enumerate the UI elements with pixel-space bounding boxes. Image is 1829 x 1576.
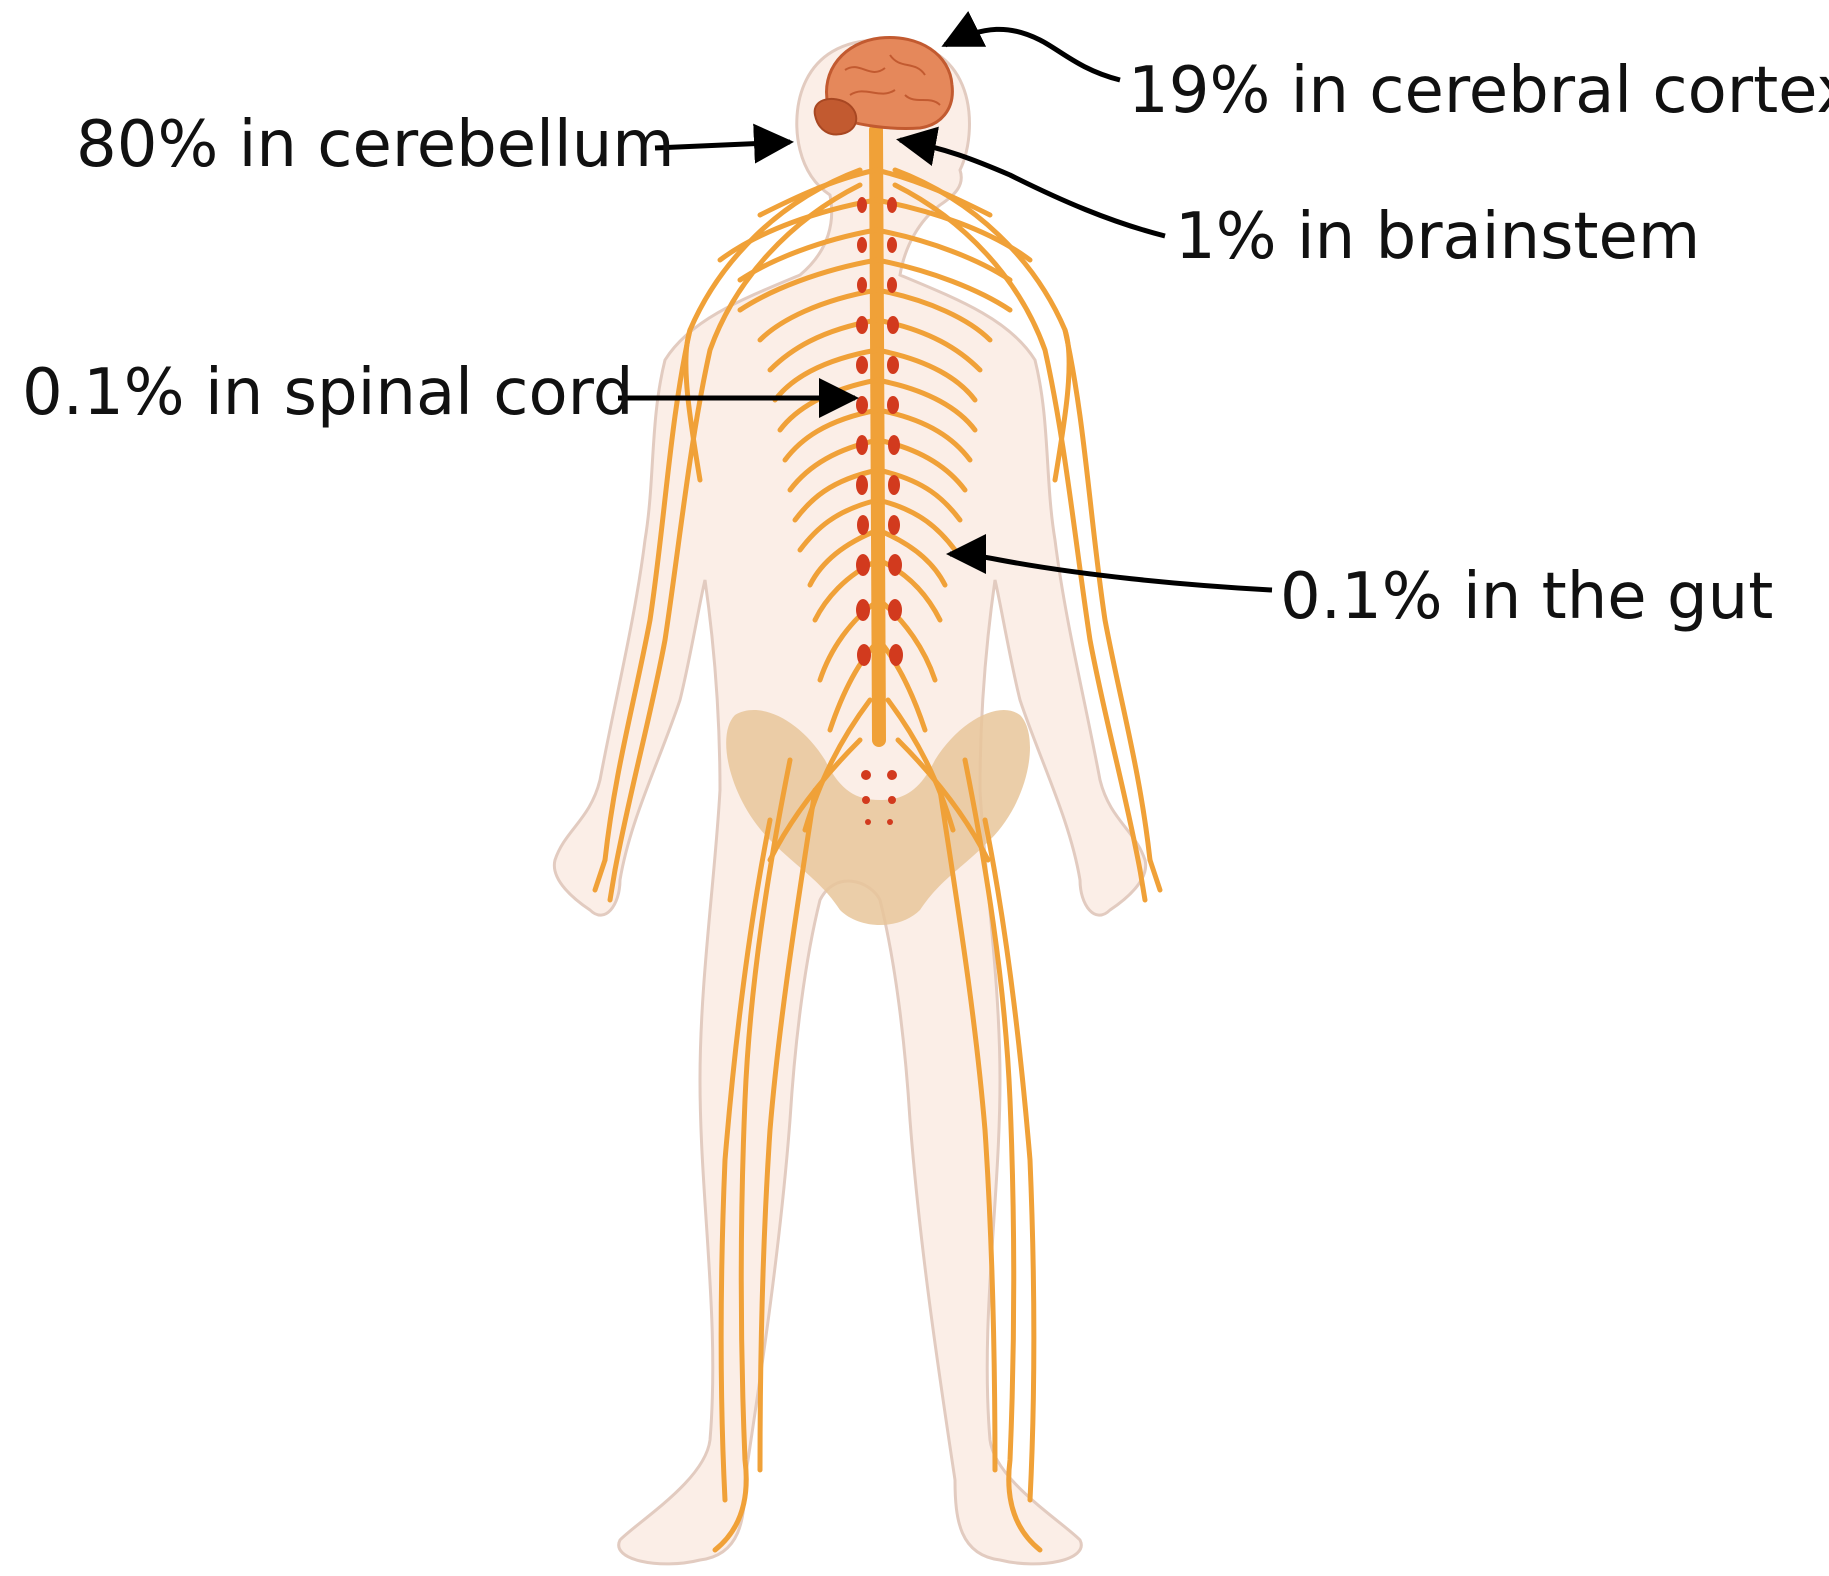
label-cerebellum: 80% in cerebellum [76, 108, 675, 182]
label-cerebral-cortex: 19% in cerebral cortex [1128, 54, 1829, 128]
label-gut: 0.1% in the gut [1280, 560, 1773, 634]
label-brainstem: 1% in brainstem [1175, 200, 1700, 274]
label-spinal-cord: 0.1% in spinal cord [22, 356, 633, 430]
arrow-cerebellum [655, 142, 790, 148]
spinal-cord-shape [876, 130, 879, 740]
arrow-cerebral-cortex [945, 29, 1120, 80]
